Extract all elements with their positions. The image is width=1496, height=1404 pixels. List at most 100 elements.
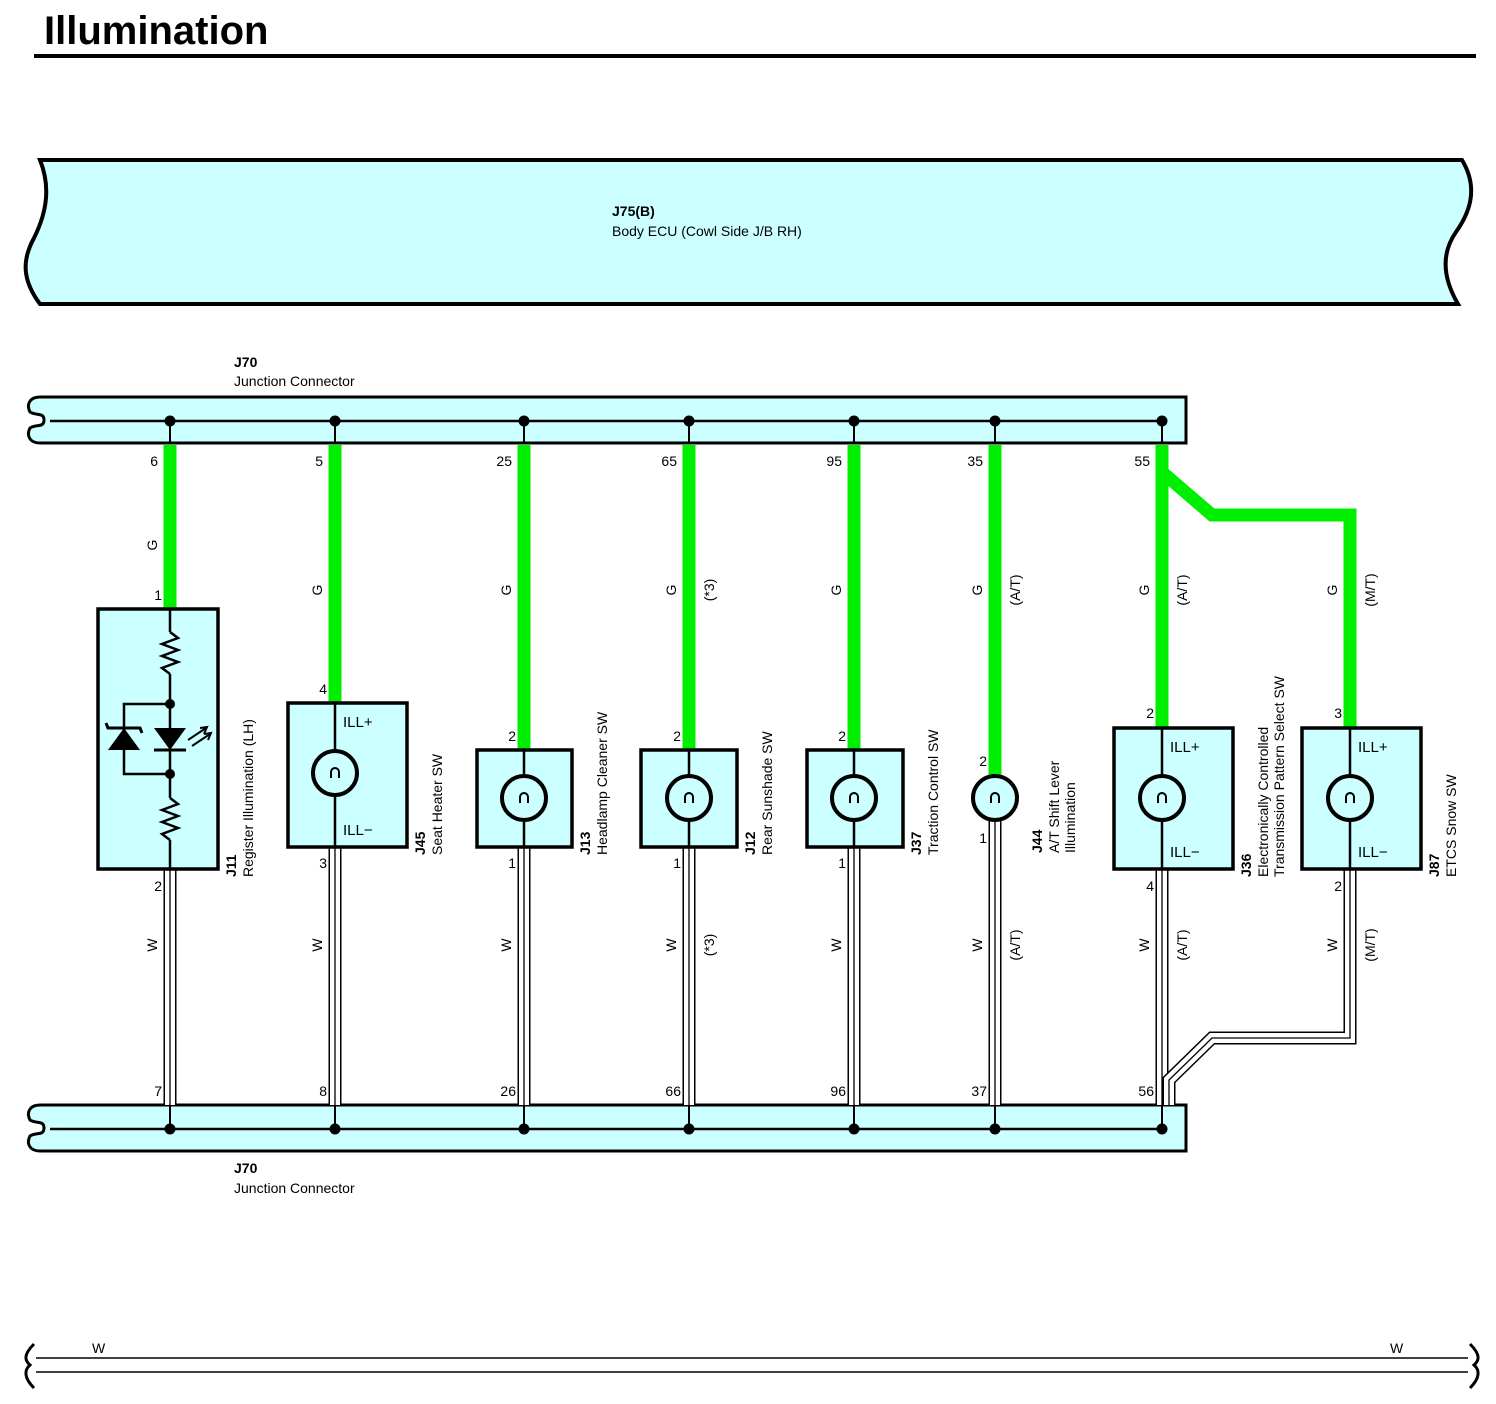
ground-wire: W W <box>24 1340 1480 1390</box>
page-title: Illumination <box>44 9 268 53</box>
junction-top-pin: 25 <box>496 453 512 469</box>
component-name: Electronically Controlled <box>1255 727 1271 877</box>
pin-in: 2 <box>838 728 846 744</box>
component-box <box>1112 726 1235 871</box>
junction-bottom-node <box>329 1123 341 1135</box>
junction-bottom-pin: 56 <box>1138 1083 1154 1099</box>
lamp-icon <box>830 774 878 822</box>
pin-in: 1 <box>154 587 162 603</box>
junction-bottom-code: J70 <box>234 1160 258 1176</box>
lamp-icon <box>665 774 713 822</box>
option-note-bottom: (M/T) <box>1362 928 1378 961</box>
lamp-icon <box>1326 774 1374 822</box>
ecu-name: Body ECU (Cowl Side J/B RH) <box>612 223 802 239</box>
junction-bottom-pin: 37 <box>971 1083 987 1099</box>
pin-in: 3 <box>1334 705 1342 721</box>
junction-bottom-node <box>683 1123 695 1135</box>
ill-plus-label: ILL+ <box>343 714 373 731</box>
component-name: Seat Heater SW <box>429 753 445 855</box>
junction-bottom-pin: 7 <box>154 1083 162 1099</box>
pin-in: 2 <box>1146 705 1154 721</box>
lamp-icon <box>311 749 359 797</box>
wire-color-bottom: W <box>144 938 160 952</box>
lamp-icon <box>500 774 548 822</box>
wire-color-bottom: W <box>309 938 325 952</box>
pin-out: 2 <box>154 878 162 894</box>
component-code: J13 <box>577 831 593 855</box>
junction-bottom-node <box>518 1123 530 1135</box>
green-wire <box>1157 467 1357 728</box>
ill-minus-label: ILL− <box>343 822 373 839</box>
wire-color-bottom: W <box>498 938 514 952</box>
junction-bottom-pin: 26 <box>500 1083 516 1099</box>
junction-top-pin: 95 <box>826 453 842 469</box>
junction-bottom-node <box>164 1123 176 1135</box>
option-note-top: (M/T) <box>1362 573 1378 606</box>
ecu-band <box>23 158 1474 306</box>
component-name-line2: Illumination <box>1062 782 1078 853</box>
component-name: A/T Shift Lever <box>1046 760 1062 853</box>
junction-top-node <box>989 415 1001 427</box>
component-name: Rear Sunshade SW <box>759 730 775 855</box>
component-code: J87 <box>1426 853 1442 877</box>
wire-color-top: G <box>828 585 844 596</box>
component-code: J44 <box>1029 829 1045 853</box>
wire-color-top: G <box>663 585 679 596</box>
junction-top-node <box>164 415 176 427</box>
wire-color-top: G <box>1136 585 1152 596</box>
junction-bottom-node <box>848 1123 860 1135</box>
junction-top-node <box>518 415 530 427</box>
junction-bottom-node <box>1156 1123 1168 1135</box>
ill-minus-label: ILL− <box>1170 844 1200 861</box>
pin-out: 4 <box>1146 878 1154 894</box>
component-name: Headlamp Cleaner SW <box>594 711 610 855</box>
pin-out: 1 <box>508 855 516 871</box>
ill-minus-label: ILL− <box>1358 844 1388 861</box>
junction-top-node <box>329 415 341 427</box>
junction-bottom-node <box>989 1123 1001 1135</box>
junction-top-code: J70 <box>234 354 258 370</box>
option-note-top: (A/T) <box>1174 574 1190 605</box>
junction-bottom-pin: 8 <box>319 1083 327 1099</box>
component-code: J36 <box>1238 853 1254 877</box>
pin-in: 2 <box>673 728 681 744</box>
junction-bottom-name: Junction Connector <box>234 1180 355 1196</box>
option-note-bottom: (*3) <box>701 934 717 957</box>
option-note-bottom: (A/T) <box>1007 929 1023 960</box>
component-code: J37 <box>908 831 924 855</box>
wire-color-top: G <box>969 585 985 596</box>
pin-out: 1 <box>673 855 681 871</box>
wire-color-bottom: W <box>1324 938 1340 952</box>
junction-top-node <box>683 415 695 427</box>
wire-color-bottom: W <box>663 938 679 952</box>
lamp-icon <box>971 774 1019 822</box>
component-name: Traction Control SW <box>925 729 941 855</box>
ill-plus-label: ILL+ <box>1358 739 1388 756</box>
wire-color-top: G <box>1324 585 1340 596</box>
junction-top-node <box>848 415 860 427</box>
junction-top-pin: 65 <box>661 453 677 469</box>
junction-top-pin: 6 <box>150 453 158 469</box>
junction-top-node <box>1156 415 1168 427</box>
ecu-code: J75(B) <box>612 203 655 219</box>
option-note-top: (*3) <box>701 579 717 602</box>
component-name: ETCS Snow SW <box>1443 774 1459 877</box>
wire-color-top: G <box>498 585 514 596</box>
junction-bottom-pin: 66 <box>665 1083 681 1099</box>
component-code: J45 <box>412 831 428 855</box>
pin-out: 1 <box>838 855 846 871</box>
pin-in: 4 <box>319 681 327 697</box>
wire-color-bottom: W <box>969 938 985 952</box>
junction-top-name: Junction Connector <box>234 373 355 389</box>
component-name: Register Illumination (LH) <box>240 719 256 877</box>
